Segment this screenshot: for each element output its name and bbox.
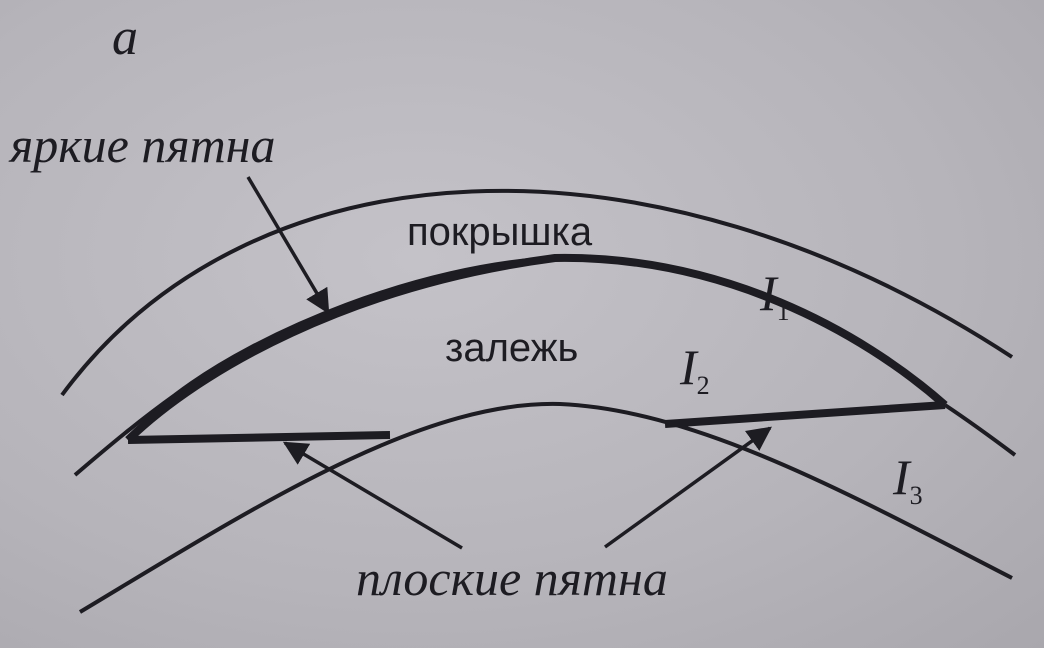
interface-i1-letter: I bbox=[760, 265, 777, 321]
interface-i2-letter: I bbox=[680, 339, 697, 395]
lower-horizon bbox=[78, 401, 1013, 614]
bright-spot-horizon bbox=[125, 253, 948, 443]
cap-top-horizon bbox=[60, 188, 1014, 397]
deposit-label: залежь bbox=[445, 326, 579, 370]
bright-spot-arrow bbox=[246, 176, 330, 315]
flat-spot-right bbox=[664, 401, 946, 428]
cap-rock-label: покрышка bbox=[407, 210, 593, 254]
interface-i3-label: I3 bbox=[893, 452, 923, 509]
interface-i2-label: I2 bbox=[680, 342, 710, 399]
panel-letter: a bbox=[112, 9, 138, 66]
interface-i2-subscript: 2 bbox=[696, 371, 710, 400]
flat-spot-arrow-left bbox=[282, 441, 463, 550]
interface-i3-letter: I bbox=[893, 449, 910, 505]
interface-i3-subscript: 3 bbox=[909, 481, 923, 510]
interface-i1-subscript: 1 bbox=[776, 297, 790, 326]
flat-spots-label: плоские пятна bbox=[356, 550, 668, 606]
interface-i1-label: I1 bbox=[760, 268, 790, 325]
flat-spot-left bbox=[127, 431, 391, 444]
reservoir-top-right bbox=[943, 403, 1017, 457]
reservoir-top-left bbox=[73, 256, 556, 477]
bright-spots-label: яркие пятна bbox=[10, 117, 276, 173]
flat-spot-arrow-right bbox=[603, 426, 772, 549]
